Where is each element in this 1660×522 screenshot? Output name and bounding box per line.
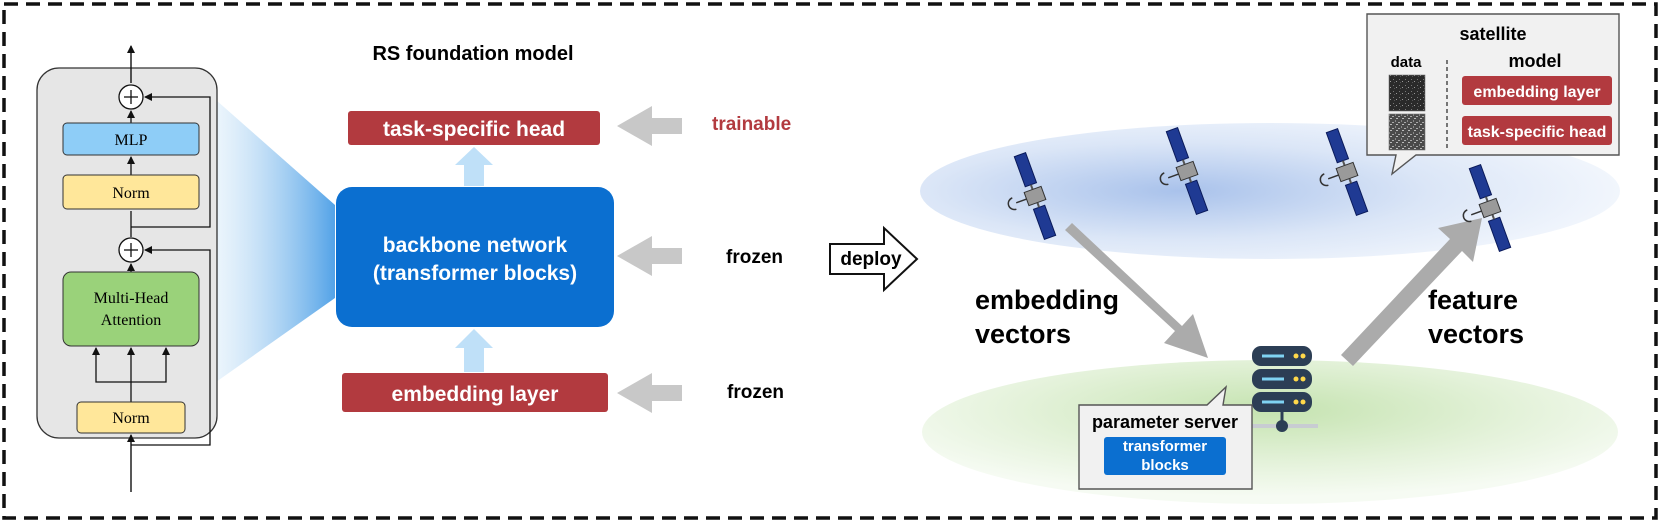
feature-flow-arrow bbox=[1341, 218, 1482, 366]
satellite-callout: satellite data model embedding layer tas… bbox=[1366, 13, 1620, 176]
backbone-network-block bbox=[336, 187, 614, 327]
left-arrow-icon bbox=[617, 373, 682, 413]
satellite-image-thumbnail bbox=[1388, 113, 1426, 151]
embedding-vectors-line2: vectors bbox=[975, 319, 1071, 349]
feature-vectors-line2: vectors bbox=[1428, 319, 1524, 349]
attention-label-line1: Multi-Head bbox=[94, 290, 169, 307]
embedding-vectors-line1: embedding bbox=[975, 285, 1119, 315]
mlp-block bbox=[62, 122, 200, 156]
satellite-icon bbox=[1319, 127, 1369, 217]
satellite-embedding-layer-label: embedding layer bbox=[1473, 84, 1600, 101]
constellation-scene: embedding vectors feature vectors bbox=[920, 13, 1620, 504]
server-icon bbox=[1245, 346, 1318, 432]
attention-label-line2: Attention bbox=[101, 312, 161, 329]
norm-block-bottom bbox=[76, 401, 186, 434]
transformer-block-diagram: MLP Norm Multi-Head Attention Norm bbox=[36, 45, 335, 492]
embedding-layer-block bbox=[342, 373, 608, 412]
embedding-flow-arrow bbox=[1065, 223, 1208, 358]
parameter-server-callout: parameter server transformer blocks bbox=[1078, 385, 1253, 490]
norm-block-top bbox=[62, 174, 200, 210]
server-transformer-label-line1: transformer bbox=[1123, 438, 1207, 455]
satellite-image-thumbnail bbox=[1388, 74, 1426, 112]
backbone-label-line2: (transformer blocks) bbox=[373, 262, 577, 285]
feature-vectors-line1: feature bbox=[1428, 285, 1518, 315]
satellite-task-head-label: task-specific head bbox=[1468, 124, 1607, 141]
deploy-arrow: deploy bbox=[829, 225, 919, 293]
norm-label-bottom: Norm bbox=[112, 410, 150, 427]
up-arrow-icon bbox=[455, 147, 493, 186]
trainable-label: trainable bbox=[712, 114, 791, 135]
deploy-label: deploy bbox=[840, 249, 902, 270]
mlp-label: MLP bbox=[115, 132, 148, 149]
task-specific-head-label: task-specific head bbox=[383, 118, 565, 141]
zoom-fan bbox=[216, 100, 335, 382]
frozen-label-embedding: frozen bbox=[727, 382, 784, 403]
server-transformer-label-line2: blocks bbox=[1141, 457, 1189, 474]
frozen-label-backbone: frozen bbox=[726, 247, 783, 268]
satellite-task-head-block bbox=[1462, 116, 1612, 145]
task-specific-head-block bbox=[348, 111, 600, 145]
up-arrow-icon bbox=[455, 329, 493, 372]
satellite-orbit-region bbox=[920, 123, 1620, 259]
satellite-icon bbox=[1462, 163, 1512, 253]
satellite-embedding-layer-block bbox=[1462, 76, 1612, 105]
model-label: model bbox=[1508, 51, 1561, 71]
parameter-server-title: parameter server bbox=[1092, 412, 1238, 432]
data-label: data bbox=[1391, 54, 1423, 71]
multi-head-attention-block bbox=[62, 271, 200, 347]
left-arrow-icon bbox=[617, 236, 682, 276]
foundation-model-title: RS foundation model bbox=[372, 43, 573, 65]
norm-label-top: Norm bbox=[112, 185, 150, 202]
satellite-icon bbox=[1159, 126, 1209, 216]
foundation-model: RS foundation model task-specific head b… bbox=[336, 43, 791, 413]
embedding-layer-label: embedding layer bbox=[392, 383, 559, 406]
server-transformer-block bbox=[1104, 437, 1226, 475]
satellite-icon bbox=[1007, 151, 1057, 241]
left-arrow-icon bbox=[617, 106, 682, 146]
satellite-callout-title: satellite bbox=[1459, 24, 1526, 44]
backbone-label-line1: backbone network bbox=[383, 234, 568, 257]
